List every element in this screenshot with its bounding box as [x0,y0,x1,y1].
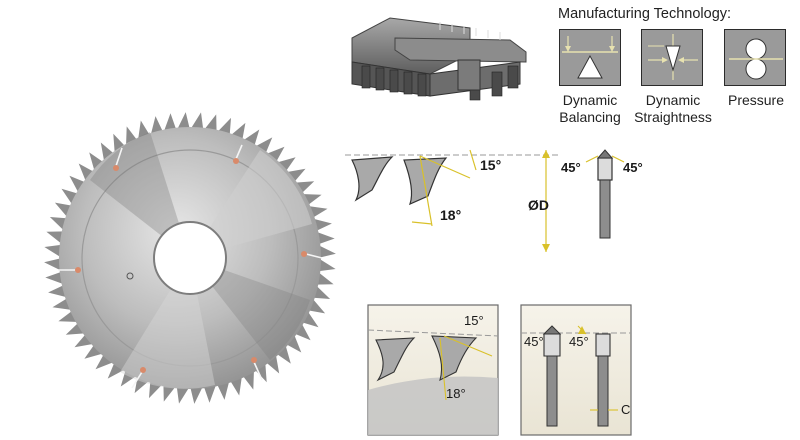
inset-bevel-detail: 45° 45° C [520,304,632,436]
clearance-label: C [621,402,630,417]
straightness-icon [641,29,703,86]
manufacturing-technology-heading: Manufacturing Technology: [558,6,732,22]
tooth-clearance-angle-label: 18° [440,207,461,223]
saw-blade-image [44,112,336,404]
inset-bevel-right-label: 45° [569,334,589,349]
inset-clearance-angle-label: 18° [446,386,466,401]
bevel-left-label: 45° [561,160,581,175]
blade-arbor-hole [153,221,227,295]
tooth-hook-angle-label: 15° [480,157,501,173]
diameter-label: ØD [528,197,549,213]
pressure-icon [724,29,786,86]
blade-pin-hole [126,272,134,280]
balancing-icon [559,29,621,86]
blade-ring [81,149,299,367]
bevel-right-label: 45° [623,160,643,175]
inset-hook-angle-label: 15° [464,313,484,328]
panel-saw-machine-image [351,17,527,101]
blade-expansion-slots [58,144,323,389]
tooth-profile-drawing: 15° 18° ØD 45° 45° [345,149,643,252]
inset-bevel-left-label: 45° [524,334,544,349]
tech-caption-pressure: Pressure [727,92,785,108]
inset-tooth-detail: 15° 18° [367,304,499,436]
